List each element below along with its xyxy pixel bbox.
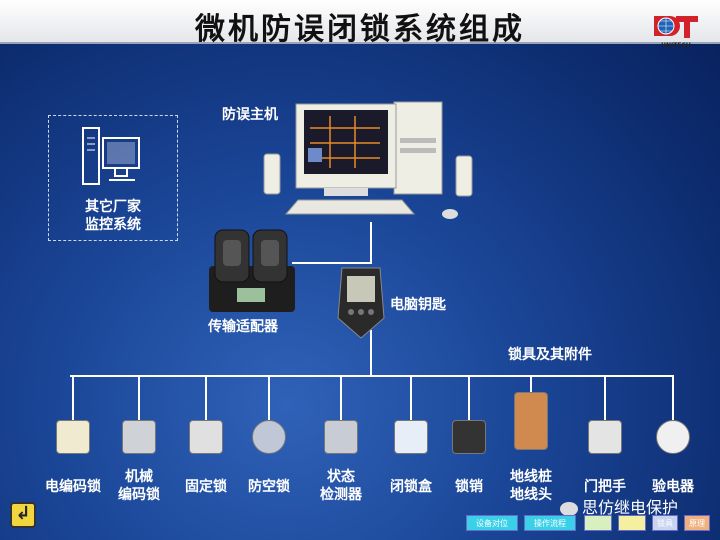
nav-button[interactable]: 操作流程: [524, 515, 576, 531]
other-system-label-2: 监控系统: [85, 217, 141, 233]
slide-title: 微机防误闭锁系统组成: [195, 12, 525, 47]
item-label-line2: 编码锁: [118, 487, 160, 503]
item-label: 锁销: [455, 479, 483, 495]
item-label-line2: 检测器: [320, 487, 362, 503]
item-label: 状态: [327, 469, 355, 485]
lock-device-icon[interactable]: [588, 420, 622, 454]
other-system-box: 其它厂家 监控系统: [48, 115, 178, 241]
lock-device-icon[interactable]: [122, 420, 156, 454]
adapter-label: 传输适配器: [208, 319, 278, 335]
item-label: 固定锁: [185, 479, 227, 495]
locks-group-label: 锁具及其附件: [508, 347, 592, 363]
drop-line: [268, 375, 270, 420]
item-label: 防空锁: [248, 479, 290, 495]
drop-line: [72, 375, 74, 420]
nav-button[interactable]: [584, 515, 612, 531]
host-computer-icon[interactable]: [260, 98, 480, 224]
item-label: 验电器: [652, 479, 694, 495]
nav-button[interactable]: 原理: [684, 515, 710, 531]
host-label: 防误主机: [222, 107, 278, 123]
lock-device-icon[interactable]: [324, 420, 358, 454]
drop-line: [468, 375, 470, 420]
line-key-bus: [370, 330, 372, 376]
monitor-computer-icon: [82, 127, 140, 185]
nav-button[interactable]: 锁具: [652, 515, 678, 531]
nav-button[interactable]: [618, 515, 646, 531]
lock-device-icon[interactable]: [189, 420, 223, 454]
drop-line: [604, 375, 606, 420]
item-label-line2: 地线头: [510, 487, 552, 503]
wechat-icon: [560, 501, 578, 516]
drop-line: [410, 375, 412, 420]
nav-button[interactable]: 设备对位: [466, 515, 518, 531]
drop-line: [138, 375, 140, 420]
drop-line: [672, 375, 674, 420]
lock-device-icon[interactable]: [452, 420, 486, 454]
other-system-label-1: 其它厂家: [85, 199, 141, 215]
lock-device-icon[interactable]: [252, 420, 286, 454]
header: 微机防误闭锁系统组成 UNITECH: [0, 0, 720, 49]
drop-line: [340, 375, 342, 420]
bus-line: [70, 375, 674, 377]
watermark: 思仿继电保护: [560, 494, 678, 518]
lock-device-icon[interactable]: [656, 420, 690, 454]
item-label: 地线桩: [510, 469, 552, 485]
transfer-adapter-icon[interactable]: [205, 226, 297, 316]
watermark-text: 思仿继电保护: [582, 498, 679, 517]
svg-text:UNITECH: UNITECH: [661, 42, 691, 49]
line-adapter-key: [292, 262, 372, 264]
drop-line: [205, 375, 207, 420]
back-button[interactable]: ↲: [10, 502, 36, 528]
u-turn-arrow-icon: ↲: [15, 503, 31, 524]
line-host-adapter: [370, 222, 372, 262]
unitech-logo: UNITECH: [654, 16, 698, 49]
item-label: 机械: [125, 469, 153, 485]
key-label: 电脑钥匙: [390, 297, 446, 313]
lock-device-icon[interactable]: [56, 420, 90, 454]
item-label: 闭锁盒: [390, 479, 432, 495]
computer-key-icon[interactable]: [336, 262, 386, 340]
lock-device-icon[interactable]: [514, 392, 548, 450]
item-label: 电编码锁: [45, 479, 101, 495]
lock-device-icon[interactable]: [394, 420, 428, 454]
item-label: 门把手: [584, 479, 626, 495]
